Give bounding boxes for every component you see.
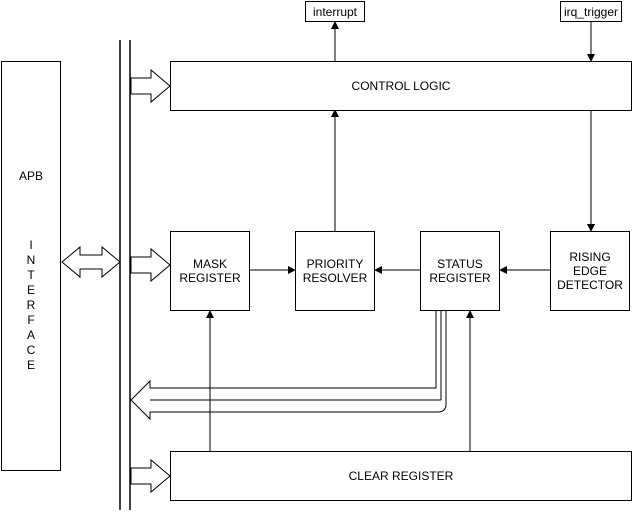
rising-edge-detector-block: RISING EDGE DETECTOR	[550, 231, 630, 311]
apb-interface-block: APB I N T E R F A C E	[1, 61, 61, 471]
status-register-block: STATUS REGISTER	[420, 231, 500, 311]
irq-trigger-signal-label: irq_trigger	[560, 1, 622, 22]
status-to-bus-arrow	[130, 311, 447, 421]
bus-to-clear-arrow	[130, 458, 171, 494]
priority-resolver-block: PRIORITY RESOLVER	[295, 231, 375, 311]
apb-bidirectional-arrow	[61, 245, 121, 279]
bus-to-mask-arrow	[130, 247, 171, 283]
apb-interface-label: I N T E R F A C E	[26, 238, 36, 372]
clear-register-block: CLEAR REGISTER	[170, 451, 632, 501]
interrupt-signal-label: interrupt	[305, 1, 365, 22]
control-logic-block: CONTROL LOGIC	[170, 61, 632, 111]
bus-to-control-arrow	[130, 68, 171, 104]
apb-title: APB	[18, 169, 43, 183]
mask-register-block: MASK REGISTER	[170, 231, 250, 311]
